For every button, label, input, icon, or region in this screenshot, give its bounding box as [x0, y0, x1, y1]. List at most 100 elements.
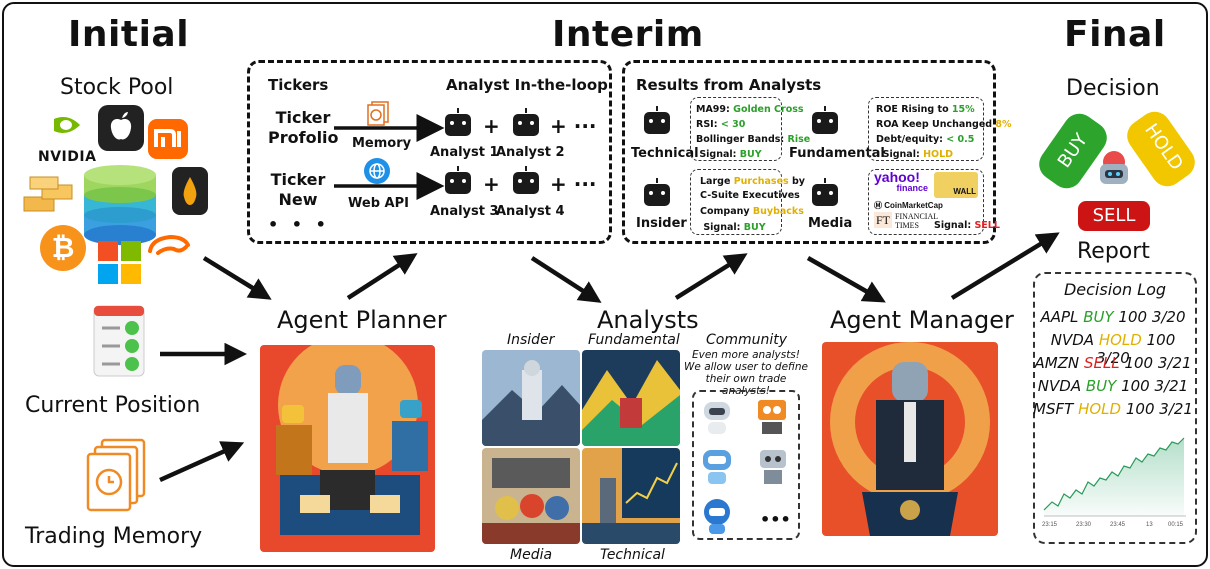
- analyst-loop-label: Analyst In-the-loop: [446, 76, 608, 94]
- technical-result-text: MA99: Golden Cross RSI: < 30 Bollinger B…: [696, 104, 811, 160]
- analyst4-robot-icon: [513, 166, 539, 194]
- globe-icon: [364, 158, 390, 184]
- log-entry: MSFT HOLD 100 3/21: [1033, 400, 1193, 418]
- trading-memory-icon: [84, 436, 150, 514]
- plus-icon: +: [483, 172, 500, 196]
- technical-robot-icon: [644, 106, 670, 134]
- memory-label: Memory: [352, 136, 412, 151]
- microsoft-icon: [98, 241, 142, 285]
- xiaomi-icon: [148, 119, 188, 159]
- analyst2-label: Analyst 2: [496, 145, 565, 160]
- ticker-new-label: Ticker New: [270, 170, 326, 209]
- fundamental-label: Fundamental: [789, 146, 885, 161]
- decision-log-box: [1033, 272, 1197, 544]
- media-robot-icon: [812, 178, 838, 206]
- media-signal: Signal: SELL: [934, 220, 1000, 231]
- decision-log-title: Decision Log: [1063, 280, 1167, 299]
- yahoo-finance-logo: yahoo!finance: [874, 169, 928, 193]
- media-illustration: [482, 448, 580, 544]
- agent-planner-illustration: [260, 345, 435, 552]
- decision-robot-icon: [1092, 148, 1136, 192]
- heading-interim: Interim: [552, 14, 704, 55]
- chart-tick: 23:45: [1110, 522, 1126, 528]
- heading-initial: Initial: [68, 14, 190, 55]
- heading-final: Final: [1064, 14, 1166, 55]
- fundamental-result-box: [868, 97, 984, 161]
- analysts-title: Analysts: [597, 306, 699, 334]
- report-label: Report: [1077, 239, 1150, 264]
- log-entry: AMZN SELL 100 3/21: [1034, 354, 1192, 372]
- insider-robot-icon: [644, 178, 670, 206]
- decision-log-chart: 23:15 23:30 23:45 13 00:15: [1042, 437, 1186, 528]
- insider-result-box: [690, 169, 782, 235]
- community-robot-3-icon: [700, 446, 734, 486]
- fundamental-result-text: ROE Rising to 15% ROA Keep Unchanged 8% …: [876, 104, 1012, 160]
- chart-tick: 00:15: [1168, 522, 1184, 528]
- media-result-box: [868, 169, 984, 235]
- agent-planner-title: Agent Planner: [277, 306, 447, 334]
- technical-caption: Technical: [600, 547, 665, 563]
- ft-name: FINANCIAL TIMES: [895, 212, 938, 230]
- apple-icon: [98, 105, 144, 151]
- analyst2-robot-icon: [513, 108, 539, 136]
- planner-box: [247, 60, 612, 244]
- insider-illustration: [482, 350, 580, 446]
- sell-badge: SELL: [1078, 201, 1150, 231]
- planner-arrows: [334, 114, 445, 200]
- fundamental-caption: Fundamental: [588, 332, 680, 348]
- technical-illustration: [582, 448, 680, 544]
- tickers-label: Tickers: [268, 76, 329, 94]
- more-analysts-icon: + ···: [550, 114, 597, 138]
- community-robot-5-icon: [700, 496, 734, 536]
- insider-caption: Insider: [507, 332, 555, 348]
- analyst3-label: Analyst 3: [430, 204, 499, 219]
- alibaba-icon: [144, 231, 194, 261]
- agent-manager-title: Agent Manager: [830, 306, 1014, 334]
- database-icon: [78, 161, 162, 245]
- fundamental-robot-icon: [812, 106, 838, 134]
- trading-memory-label: Trading Memory: [25, 524, 203, 549]
- ticker-portfolio-label: Ticker Profolio: [268, 108, 339, 147]
- log-entry: NVDA BUY 100 3/21: [1037, 377, 1189, 395]
- oil-icon: [172, 167, 208, 215]
- log-entry: NVDA HOLD 100 3/20: [1050, 331, 1176, 367]
- technical-result-box: [690, 97, 782, 161]
- results-title: Results from Analysts: [636, 76, 822, 94]
- plus-icon: +: [483, 114, 500, 138]
- insider-label: Insider: [636, 216, 687, 231]
- wsb-logo: WALL: [934, 172, 978, 198]
- memory-small-icon: [364, 100, 390, 126]
- nvidia-label: NVIDIA: [38, 149, 97, 165]
- analyst4-label: Analyst 4: [496, 204, 565, 219]
- community-robot-1-icon: [700, 398, 734, 436]
- community-caption: Community: [706, 332, 788, 348]
- media-caption: Media: [510, 547, 553, 563]
- coinmarketcap-logo: Ⓜ CoinMarketCap: [874, 201, 943, 210]
- stock-pool-icons: NVIDIA ₿: [10, 105, 220, 285]
- checklist-icon: [90, 302, 150, 380]
- community-robot-4-icon: [756, 446, 790, 486]
- bitcoin-icon: ₿: [40, 225, 86, 271]
- chart-tick: 13: [1146, 522, 1153, 528]
- nvidia-icon: [40, 115, 94, 145]
- chart-tick: 23:15: [1042, 522, 1058, 528]
- more-community-dots: •••: [760, 510, 791, 529]
- results-box: [622, 60, 996, 244]
- analyst1-robot-icon: [445, 108, 471, 136]
- technical-label: Technical: [631, 146, 699, 161]
- community-description: Even more analysts! We allow user to def…: [684, 349, 808, 397]
- more-tickers-dots: • • •: [268, 215, 330, 234]
- chart-tick: 23:30: [1076, 522, 1092, 528]
- more-analysts-icon: + ···: [550, 172, 597, 196]
- media-label: Media: [808, 216, 853, 231]
- log-entry: AAPL BUY 100 3/20: [1040, 308, 1186, 326]
- web-api-label: Web API: [348, 196, 409, 211]
- decision-label: Decision: [1066, 76, 1160, 101]
- analyst3-robot-icon: [445, 166, 471, 194]
- community-box: [692, 390, 800, 540]
- insider-result-text: Large Purchases by C-Suite Executives Co…: [700, 176, 805, 233]
- analyst1-label: Analyst 1: [430, 145, 499, 160]
- current-position-label: Current Position: [25, 393, 201, 418]
- community-robot-2-icon: [752, 396, 792, 436]
